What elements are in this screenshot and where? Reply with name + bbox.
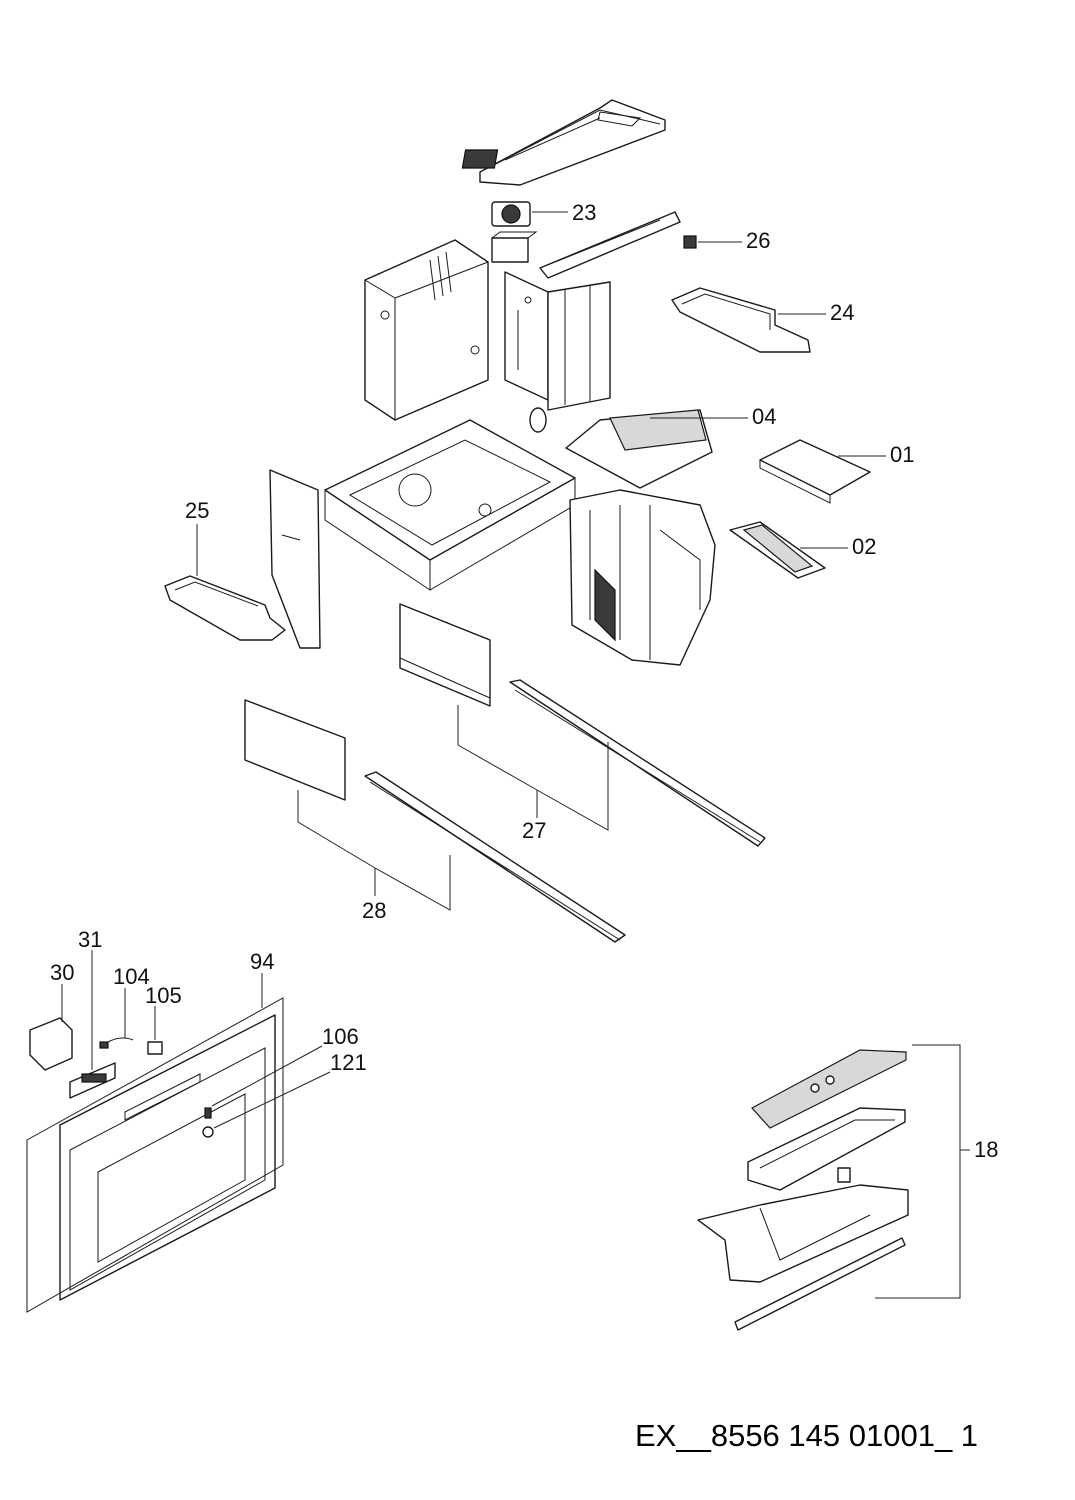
callout-24: 24 (830, 300, 854, 325)
cable-part (99, 1037, 134, 1049)
callout-02: 02 (852, 534, 876, 559)
brew-frame-part (569, 489, 716, 666)
drip-grid-part (751, 1049, 907, 1129)
rear-housing-part (364, 239, 489, 421)
drip-tray-part (164, 575, 286, 641)
callout-31: 31 (78, 927, 102, 952)
side-housing-part (504, 271, 549, 401)
control-board-part (29, 1017, 73, 1071)
callout-25: 25 (185, 498, 209, 523)
drip-tray-base-part (697, 1184, 909, 1283)
drip-insert-part (747, 1107, 906, 1191)
grommet-part (529, 407, 547, 433)
document-code: EX__8556 145 01001_ 1 (635, 1418, 978, 1453)
knob-part (202, 1126, 214, 1138)
callout-105: 105 (145, 983, 182, 1008)
mount-plate-lower-part (244, 699, 346, 801)
callout-26: 26 (746, 228, 770, 253)
cover-plate-part (759, 439, 871, 504)
slide-rail-upper-part (509, 679, 766, 847)
callout-121: 121 (330, 1050, 367, 1075)
base-chassis-part (324, 419, 576, 591)
button-part (204, 1107, 212, 1119)
callout-01: 01 (890, 442, 914, 467)
switch-part (147, 1041, 163, 1055)
grid-part (729, 521, 826, 579)
callout-04: 04 (752, 404, 776, 429)
drip-cover-part (565, 409, 713, 489)
top-cover-part (461, 99, 666, 186)
callout-30: 30 (50, 960, 74, 985)
callout-27: 27 (522, 818, 546, 843)
callout-18: 18 (974, 1137, 998, 1162)
side-panel-part (269, 469, 321, 649)
water-tank-part (671, 287, 811, 353)
callout-106: 106 (322, 1024, 359, 1049)
front-panel-part (26, 997, 284, 1313)
float-part (837, 1167, 851, 1183)
front-frame-part (547, 281, 611, 411)
connector-part (683, 235, 697, 249)
mount-plate-upper-part (399, 603, 491, 707)
rear-bracket-part (539, 211, 681, 279)
callout-104: 104 (113, 964, 150, 989)
callout-23: 23 (572, 200, 596, 225)
drip-front-strip-part (734, 1237, 906, 1331)
callout-94: 94 (250, 949, 274, 974)
display-module-part (69, 1062, 116, 1099)
fan-part (491, 201, 538, 263)
slide-rail-lower-part (364, 771, 626, 943)
callout-28: 28 (362, 898, 386, 923)
